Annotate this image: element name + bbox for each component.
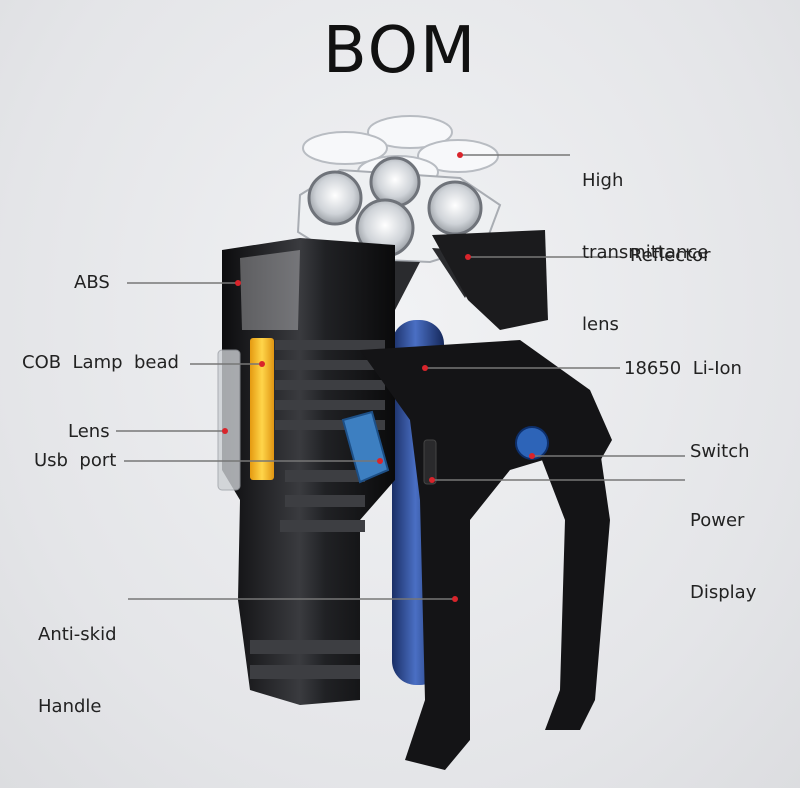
label-abs: ABS [74, 272, 110, 293]
marker-dot [452, 596, 458, 602]
reflector-cup [369, 156, 421, 208]
cob-lamp [250, 338, 274, 480]
reflector-cup [307, 170, 363, 226]
marker-dot [429, 477, 435, 483]
label-high-transmittance-lens: High transmittance lens [582, 121, 708, 385]
label-usb-port: Usb port [34, 450, 117, 471]
side-lens [217, 349, 241, 491]
label-line: lens [582, 314, 619, 335]
label-lens: Lens [68, 421, 110, 442]
lens-disc [367, 115, 453, 149]
page-title: BOM [322, 14, 478, 88]
label-battery: 18650 Li-Ion [624, 358, 742, 379]
marker-dot [222, 428, 228, 434]
lens-disc [302, 131, 388, 165]
marker-dot [529, 453, 535, 459]
label-line: Display [690, 582, 757, 603]
label-line: High [582, 170, 624, 191]
marker-dot [235, 280, 241, 286]
handle [360, 230, 612, 770]
label-cob-lamp-bead: COB Lamp bead [22, 352, 179, 373]
markers [222, 152, 535, 602]
label-line: Power [690, 510, 745, 531]
marker-dot [422, 365, 428, 371]
marker-dot [259, 361, 265, 367]
reflector-cup [427, 180, 483, 236]
power-display [423, 439, 437, 485]
label-line: transmittance [582, 242, 709, 263]
marker-dot [377, 458, 383, 464]
label-anti-skid-handle: Anti-skid Handle [38, 575, 117, 767]
label-line: Handle [38, 696, 102, 717]
label-reflector: Reflector [630, 245, 711, 266]
leader-lines [116, 154, 685, 600]
flashlight-body [217, 238, 395, 705]
marker-dot [457, 152, 463, 158]
label-line: Anti-skid [38, 624, 117, 645]
label-power-display: Power Display [690, 461, 756, 653]
marker-dot [465, 254, 471, 260]
label-switch: Switch [690, 441, 750, 462]
